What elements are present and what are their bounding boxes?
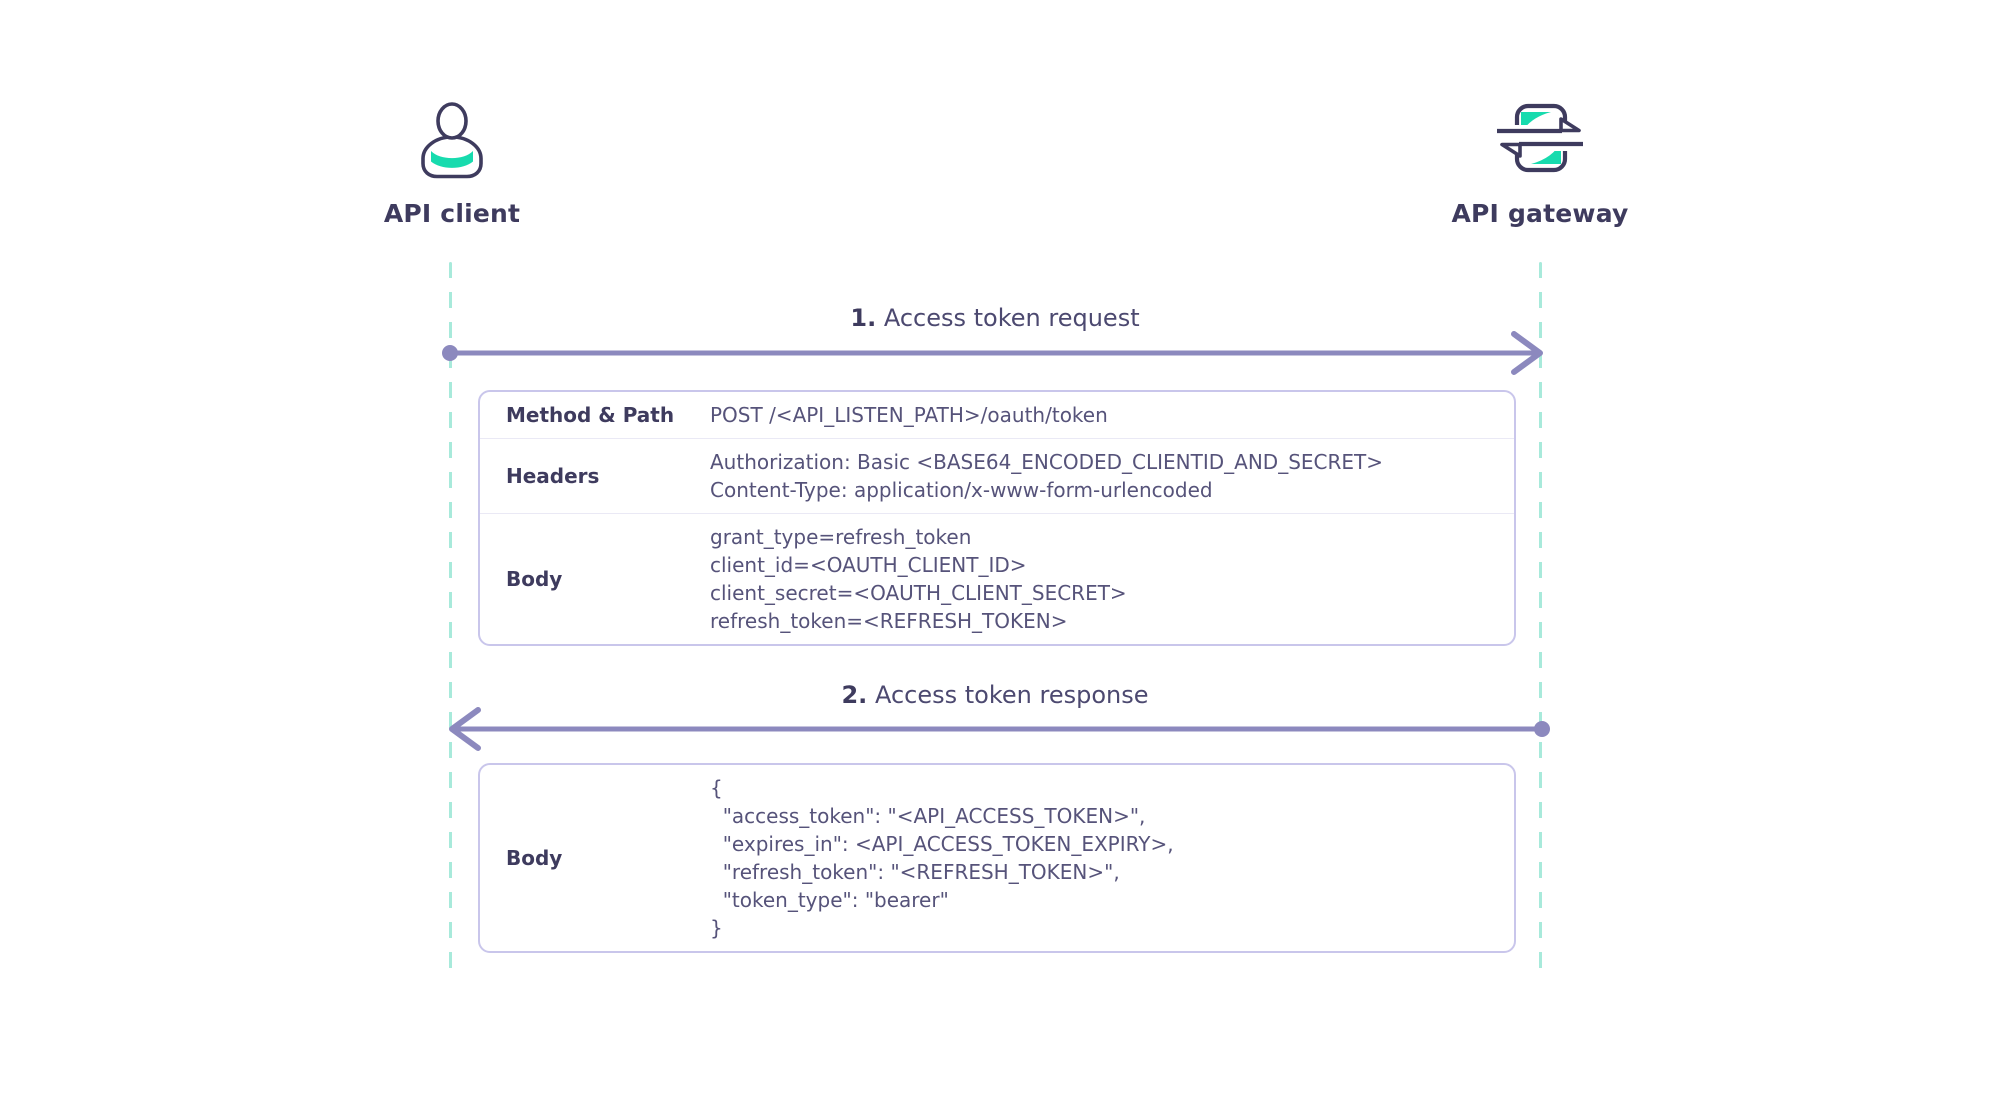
lifeline-gateway	[1539, 262, 1542, 974]
row-value: client_id=<OAUTH_CLIENT_ID>	[710, 553, 1027, 577]
message-2-number: 2.	[841, 681, 868, 709]
response-arrow	[449, 707, 1550, 751]
row-value: client_secret=<OAUTH_CLIENT_SECRET>	[710, 581, 1127, 605]
request-table: Method & Path POST /<API_LISTEN_PATH>/oa…	[478, 390, 1516, 646]
message-2-text: Access token response	[874, 681, 1149, 709]
message-2-label: 2. Access token response	[455, 681, 1535, 709]
response-table: Body { "access_token": "<API_ACCESS_TOKE…	[478, 763, 1516, 953]
actor-gateway-label: API gateway	[1451, 199, 1629, 228]
row-value: POST /<API_LISTEN_PATH>/oauth/token	[710, 403, 1108, 427]
request-arrow	[442, 331, 1543, 375]
row-value: "token_type": "bearer"	[710, 888, 949, 912]
gateway-swap-icon	[1492, 103, 1588, 173]
table-row-body: Body { "access_token": "<API_ACCESS_TOKE…	[480, 765, 1514, 951]
row-label: Body	[506, 567, 563, 591]
row-value: "expires_in": <API_ACCESS_TOKEN_EXPIRY>,	[710, 832, 1174, 856]
row-value: Content-Type: application/x-www-form-url…	[710, 478, 1213, 502]
actor-client: API client	[322, 97, 582, 228]
row-value: {	[710, 776, 723, 800]
row-label: Body	[506, 846, 563, 870]
row-value: "refresh_token": "<REFRESH_TOKEN>",	[710, 860, 1120, 884]
row-value: Authorization: Basic <BASE64_ENCODED_CLI…	[710, 450, 1384, 474]
user-icon	[421, 102, 483, 179]
row-value: grant_type=refresh_token	[710, 525, 972, 549]
message-1-text: Access token request	[883, 304, 1140, 332]
row-label: Headers	[506, 464, 600, 488]
row-value: "access_token": "<API_ACCESS_TOKEN>",	[710, 804, 1146, 828]
row-value: refresh_token=<REFRESH_TOKEN>	[710, 609, 1068, 633]
actor-client-label: API client	[383, 199, 521, 228]
table-row-headers: Headers Authorization: Basic <BASE64_ENC…	[480, 438, 1514, 513]
message-1-label: 1. Access token request	[455, 304, 1535, 332]
table-row-method-path: Method & Path POST /<API_LISTEN_PATH>/oa…	[480, 392, 1514, 438]
message-1-number: 1.	[850, 304, 877, 332]
lifeline-client	[449, 262, 452, 974]
table-row-body: Body grant_type=refresh_token client_id=…	[480, 513, 1514, 644]
actor-gateway: API gateway	[1410, 97, 1670, 228]
row-value: }	[710, 916, 723, 940]
row-label: Method & Path	[506, 403, 675, 427]
